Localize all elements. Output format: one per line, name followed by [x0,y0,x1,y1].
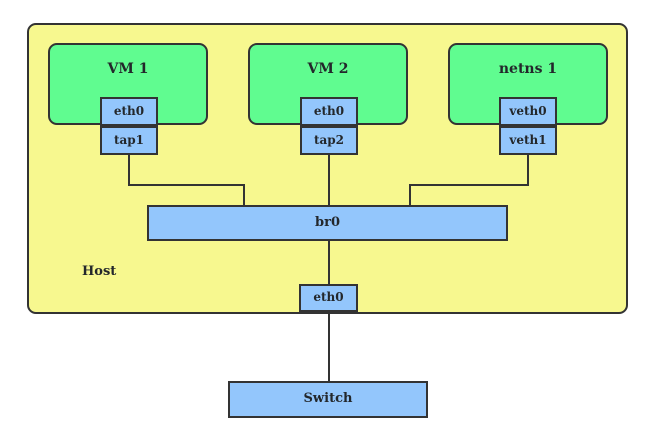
physical-switch-label: Switch [303,391,353,407]
link-tap1-vertical-upper [128,154,130,185]
link-host-eth0-to-switch [328,311,330,382]
iface-netns-1-veth0-label: veth0 [509,103,547,118]
iface-host-tap2: tap2 [300,126,358,155]
link-tap1-horizontal [128,184,245,186]
bridge-br0: br0 [147,205,508,241]
link-tap2-vertical [328,154,330,206]
physical-switch: Switch [228,381,428,418]
link-br0-to-host-eth0 [328,240,330,285]
bridge-br0-label: br0 [315,214,340,230]
link-veth1-vertical-upper [527,154,529,185]
iface-host-tap1: tap1 [100,126,158,155]
host-label: Host [82,264,117,279]
link-veth1-horizontal [409,184,529,186]
iface-host-veth1-label: veth1 [509,132,547,147]
iface-host-eth0-label: eth0 [313,290,344,305]
link-tap1-vertical-lower [243,184,245,206]
iface-netns-1-veth0: veth0 [499,97,557,126]
link-veth1-vertical-lower [409,184,411,206]
iface-host-tap1-label: tap1 [113,132,145,147]
iface-host-eth0: eth0 [299,284,358,312]
iface-vm-2-eth0-label: eth0 [313,103,345,118]
iface-vm-2-eth0: eth0 [300,97,358,126]
iface-vm-1-eth0: eth0 [100,97,158,126]
iface-vm-1-eth0-label: eth0 [113,103,145,118]
guest-vm-1-label: VM 1 [107,61,149,77]
guest-netns-1-label: netns 1 [498,61,558,77]
iface-host-tap2-label: tap2 [313,132,345,147]
iface-host-veth1: veth1 [499,126,557,155]
guest-vm-2-label: VM 2 [307,61,349,77]
